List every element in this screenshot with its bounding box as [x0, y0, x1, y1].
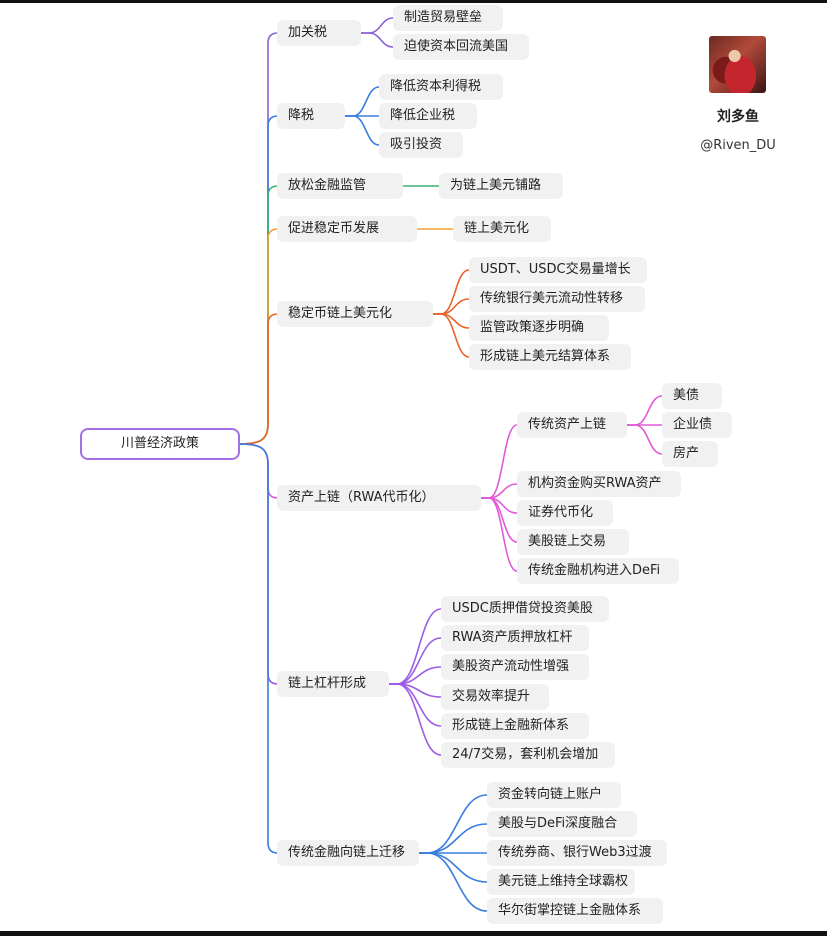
grandchild-node[interactable]: 房产 — [662, 441, 718, 467]
child-connector — [389, 683, 442, 698]
child-connector — [419, 852, 488, 912]
child-node[interactable]: 为链上美元铺路 — [439, 173, 563, 199]
branch-connector — [239, 228, 279, 445]
child-connector — [481, 424, 518, 499]
child-node[interactable]: 美元链上维持全球霸权 — [487, 869, 635, 895]
mindmap-root-node[interactable]: 川普经济政策 — [80, 428, 240, 460]
child-connector — [389, 683, 442, 756]
child-connector — [433, 269, 470, 315]
grandchild-connector — [627, 395, 663, 426]
branch-connector — [239, 443, 279, 854]
child-node[interactable]: 证券代币化 — [517, 500, 613, 526]
child-node[interactable]: 传统资产上链 — [517, 412, 627, 438]
child-connector — [419, 823, 488, 854]
branch-node[interactable]: 传统金融向链上迁移 — [277, 840, 419, 866]
author-handle: @Riven_DU — [700, 138, 776, 153]
child-connector — [389, 608, 442, 685]
grandchild-node[interactable]: 企业债 — [662, 412, 732, 438]
child-node[interactable]: 形成链上美元结算体系 — [469, 344, 631, 370]
child-node[interactable]: 机构资金购买RWA资产 — [517, 471, 681, 497]
child-node[interactable]: 24/7交易，套利机会增加 — [441, 742, 615, 768]
child-node[interactable]: 美股资产流动性增强 — [441, 654, 589, 680]
child-connector — [361, 17, 394, 34]
child-node[interactable]: 迫使资本回流美国 — [393, 34, 529, 60]
child-node[interactable]: USDC质押借贷投资美股 — [441, 596, 609, 622]
child-node[interactable]: 传统银行美元流动性转移 — [469, 286, 645, 312]
child-node[interactable]: 传统金融机构进入DeFi — [517, 558, 679, 584]
child-node[interactable]: 美股链上交易 — [517, 529, 629, 555]
child-node[interactable]: 华尔街掌控链上金融体系 — [487, 898, 663, 924]
child-connector — [481, 497, 518, 543]
child-connector — [481, 497, 518, 572]
author-avatar — [709, 36, 766, 93]
child-connector — [345, 86, 380, 117]
child-connector — [419, 852, 488, 883]
branch-node[interactable]: 放松金融监管 — [277, 173, 403, 199]
branch-connector — [239, 115, 279, 445]
child-connector — [361, 32, 394, 48]
child-connector — [433, 313, 470, 358]
branch-node[interactable]: 稳定币链上美元化 — [277, 301, 433, 327]
child-node[interactable]: 吸引投资 — [379, 132, 463, 158]
child-node[interactable]: 降低企业税 — [379, 103, 477, 129]
branch-node[interactable]: 链上杠杆形成 — [277, 671, 389, 697]
child-node[interactable]: RWA资产质押放杠杆 — [441, 625, 589, 651]
child-connector — [345, 115, 380, 146]
author-name: 刘多鱼 — [717, 109, 759, 125]
grandchild-node[interactable]: 美债 — [662, 383, 722, 409]
child-node[interactable]: USDT、USDC交易量增长 — [469, 257, 647, 283]
child-node[interactable]: 交易效率提升 — [441, 684, 549, 710]
branch-node[interactable]: 加关税 — [277, 20, 361, 46]
child-node[interactable]: 监管政策逐步明确 — [469, 315, 609, 341]
child-node[interactable]: 资金转向链上账户 — [487, 782, 621, 808]
branch-connector — [239, 443, 279, 499]
child-node[interactable]: 降低资本利得税 — [379, 74, 503, 100]
child-node[interactable]: 制造贸易壁垒 — [393, 5, 503, 31]
grandchild-connector — [627, 424, 663, 455]
child-node[interactable]: 美股与DeFi深度融合 — [487, 811, 637, 837]
child-connector — [419, 794, 488, 854]
child-node[interactable]: 传统券商、银行Web3过渡 — [487, 840, 667, 866]
child-node[interactable]: 形成链上金融新体系 — [441, 713, 589, 739]
child-node[interactable]: 链上美元化 — [453, 216, 551, 242]
child-connector — [481, 483, 518, 499]
branch-node[interactable]: 促进稳定币发展 — [277, 216, 417, 242]
branch-node[interactable]: 资产上链（RWA代币化） — [277, 485, 481, 511]
branch-connector — [239, 313, 279, 445]
branch-node[interactable]: 降税 — [277, 103, 345, 129]
branch-connector — [239, 443, 279, 685]
branch-connector — [239, 32, 279, 445]
